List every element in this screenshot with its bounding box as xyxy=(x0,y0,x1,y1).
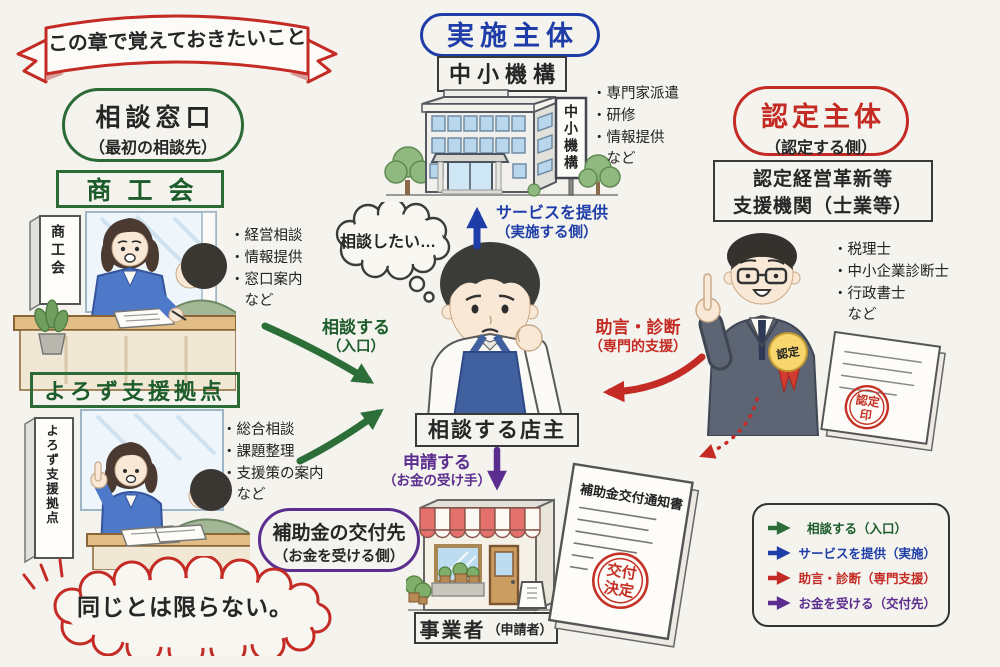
note-text: 同じとは限らない。 xyxy=(77,594,293,620)
ribbon-banner xyxy=(16,14,338,84)
arrow-legend: 相談する（入口） サービスを提供（実施） 助言・診断（専門支援） お金を受ける（… xyxy=(752,503,950,627)
shokokai-scene-illustration xyxy=(13,211,236,391)
svg-text:決定: 決定 xyxy=(603,578,635,600)
shokokai-sign-text: 商工会 xyxy=(50,224,66,278)
owner-label-box: 相談する店主 xyxy=(415,413,579,447)
thought-bubble xyxy=(335,202,451,303)
svg-text:認定: 認定 xyxy=(855,392,881,410)
green-arrow-icon xyxy=(768,520,791,535)
yorozu-bullets: ・総合相談 ・課題整理 ・支援策の案内 など xyxy=(222,422,324,504)
purple-arrow-icon xyxy=(768,595,791,610)
yorozu-sign-text: よろず支援拠点 xyxy=(44,424,58,526)
implementer-org-box: 中小機構 xyxy=(437,56,567,92)
apply-flow-label: 申請する （お金の受け手） xyxy=(383,453,491,489)
consult-window-heading: 相談窓口 （最初の相談先） xyxy=(62,88,244,162)
svg-text:交付: 交付 xyxy=(605,561,637,583)
certifier-figure-illustration xyxy=(695,233,820,436)
implementer-bullets: ・専門家派遣 ・研修 ・情報提供 など xyxy=(592,86,679,168)
advice-flow-label: 助言・診断 （専門的支援） xyxy=(589,318,687,355)
shokokai-label-box: 商工会 xyxy=(56,170,224,208)
grant-notice-document: 補助金交付通知書 交付 決定 xyxy=(547,462,700,648)
yorozu-scene-illustration xyxy=(24,409,250,570)
consult-flow-label: 相談する （入口） xyxy=(322,318,390,356)
store-illustration xyxy=(406,498,560,612)
shokokai-bullets: ・経営相談 ・情報提供 ・窓口案内 など xyxy=(230,228,303,310)
red-arrow-icon xyxy=(768,570,791,585)
grant-subtitle: （お金を受ける側） xyxy=(273,549,405,565)
store-label-box: 事業者 （申請者） xyxy=(414,612,558,644)
svg-text:印: 印 xyxy=(859,407,873,423)
yorozu-label-box: よろず支援拠点 xyxy=(30,372,240,408)
grant-title: 補助金の交付先 xyxy=(272,523,406,544)
service-flow-label: サービスを提供 （実施する側） xyxy=(496,205,609,241)
certification-document: 認定 印 xyxy=(820,330,946,452)
note-cloud xyxy=(53,556,332,656)
legend-item-consult: 相談する（入口） xyxy=(766,518,936,537)
legend-item-service: サービスを提供（実施） xyxy=(766,543,936,562)
smrj-building-illustration xyxy=(384,89,621,197)
legend-item-receive: お金を受ける（交付先） xyxy=(766,593,936,612)
grant-destination-heading: 補助金の交付先 （お金を受ける側） xyxy=(258,508,420,572)
certifier-heading: 認定主体 （認定する側） xyxy=(733,86,909,157)
certifier-subtitle: （認定する側） xyxy=(764,140,877,157)
certifier-org-box: 認定経営革新等 支援機関（士業等） xyxy=(713,160,933,222)
legend-item-advice: 助言・診断（専門支援） xyxy=(766,568,936,587)
consult-window-title: 相談窓口 xyxy=(95,104,216,132)
blue-arrow-icon xyxy=(768,545,791,560)
certifier-bullets: ・税理士 ・中小企業診断士 ・行政書士 など xyxy=(833,242,949,324)
consult-window-subtitle: （最初の相談先） xyxy=(88,140,217,157)
implementer-heading: 実施主体 xyxy=(420,13,600,57)
owner-thought-text: 相談したい… xyxy=(339,234,436,251)
store-label: 事業者 xyxy=(419,619,486,642)
building-sign-text: 中小機構 xyxy=(563,104,579,172)
store-label-note: （申請者） xyxy=(487,621,553,637)
store-owner-illustration xyxy=(426,242,562,421)
certifier-title: 認定主体 xyxy=(761,102,885,132)
